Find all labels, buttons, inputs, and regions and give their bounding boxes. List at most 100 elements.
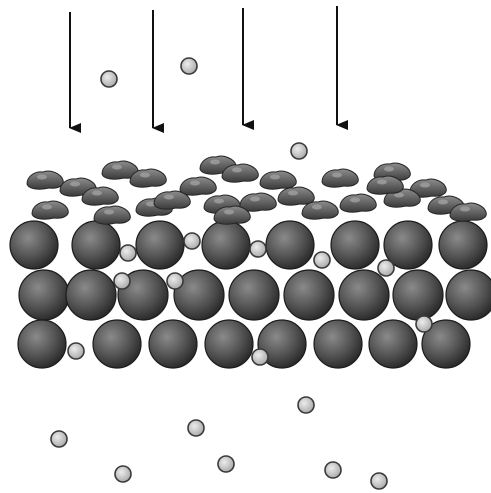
small-particle — [370, 472, 388, 490]
substrate-sphere — [135, 220, 185, 270]
small-particle — [180, 57, 198, 75]
cluster-highlight — [394, 192, 404, 198]
surface-cluster — [409, 178, 447, 198]
small-particles — [50, 57, 433, 490]
small-particle — [50, 430, 68, 448]
incident-arrows — [69, 6, 348, 133]
small-particle — [313, 251, 331, 269]
cluster-highlight — [438, 199, 448, 205]
small-particle — [119, 244, 137, 262]
substrate-sphere — [330, 220, 380, 270]
substrate-sphere — [173, 269, 225, 321]
cluster-body — [259, 170, 297, 190]
cluster-highlight — [214, 198, 224, 204]
substrate-sphere — [65, 269, 117, 321]
surface-cluster — [366, 175, 404, 195]
cluster-highlight — [350, 197, 360, 203]
small-particle — [290, 142, 308, 160]
small-particle — [166, 272, 184, 290]
cluster-highlight — [460, 206, 470, 212]
surface-cluster — [221, 163, 259, 183]
cluster-body — [301, 200, 339, 220]
small-particle — [113, 272, 131, 290]
small-particle — [67, 342, 85, 360]
substrate-sphere — [9, 220, 59, 270]
substrate-sphere — [201, 220, 251, 270]
cluster-highlight — [288, 190, 298, 196]
substrate-sphere — [392, 269, 444, 321]
cluster-body — [409, 178, 447, 198]
cluster-highlight — [37, 174, 47, 180]
cluster-body — [366, 175, 404, 195]
small-particle — [251, 348, 269, 366]
substrate-sphere — [383, 220, 433, 270]
cluster-body — [129, 168, 167, 188]
substrate-sphere — [257, 319, 307, 369]
cluster-body — [81, 186, 119, 206]
cluster-highlight — [42, 204, 52, 210]
cluster-highlight — [270, 174, 280, 180]
cluster-body — [277, 186, 315, 206]
cluster-highlight — [210, 159, 220, 165]
substrate-sphere — [92, 319, 142, 369]
cluster-body — [179, 176, 217, 196]
small-particle — [100, 70, 118, 88]
small-particle — [249, 240, 267, 258]
surface-cluster — [213, 205, 251, 225]
substrate-sphere — [313, 319, 363, 369]
cluster-highlight — [190, 180, 200, 186]
surface-cluster — [129, 168, 167, 188]
substrate-sphere — [421, 319, 471, 369]
cluster-highlight — [92, 190, 102, 196]
cluster-body — [449, 202, 487, 222]
cluster-body — [31, 200, 69, 220]
substrate-sphere — [438, 220, 488, 270]
cluster-body — [239, 192, 277, 212]
small-particle — [324, 461, 342, 479]
surface-cluster — [31, 200, 69, 220]
surface-cluster — [101, 160, 139, 180]
substrate-sphere — [148, 319, 198, 369]
cluster-highlight — [232, 167, 242, 173]
surface-cluster — [449, 202, 487, 222]
small-particle — [183, 232, 201, 250]
small-particle — [217, 455, 235, 473]
surface-cluster — [321, 168, 359, 188]
surface-cluster — [259, 170, 297, 190]
cluster-body — [153, 190, 191, 210]
cluster-highlight — [312, 204, 322, 210]
cluster-body — [339, 193, 377, 213]
substrate-sphere — [228, 269, 280, 321]
cluster-highlight — [250, 196, 260, 202]
cluster-body — [213, 205, 251, 225]
surface-cluster — [301, 200, 339, 220]
cluster-highlight — [70, 181, 80, 187]
substrate-spheres — [9, 220, 491, 369]
cluster-highlight — [224, 209, 234, 215]
substrate-sphere — [204, 319, 254, 369]
substrate-sphere — [283, 269, 335, 321]
cluster-highlight — [140, 172, 150, 178]
cluster-highlight — [104, 209, 114, 215]
surface-clusters — [26, 155, 487, 225]
surface-cluster — [339, 193, 377, 213]
cluster-highlight — [146, 201, 156, 207]
surface-cluster — [277, 186, 315, 206]
substrate-sphere — [17, 319, 67, 369]
surface-cluster — [81, 186, 119, 206]
cluster-body — [93, 205, 131, 225]
small-particle — [297, 396, 315, 414]
cluster-highlight — [332, 172, 342, 178]
cluster-highlight — [164, 194, 174, 200]
substrate-sphere — [445, 269, 491, 321]
substrate-sphere — [265, 220, 315, 270]
small-particle — [187, 419, 205, 437]
small-particle — [415, 315, 433, 333]
surface-cluster — [93, 205, 131, 225]
cluster-highlight — [112, 164, 122, 170]
substrate-sphere — [368, 319, 418, 369]
surface-cluster — [239, 192, 277, 212]
cluster-highlight — [384, 166, 394, 172]
